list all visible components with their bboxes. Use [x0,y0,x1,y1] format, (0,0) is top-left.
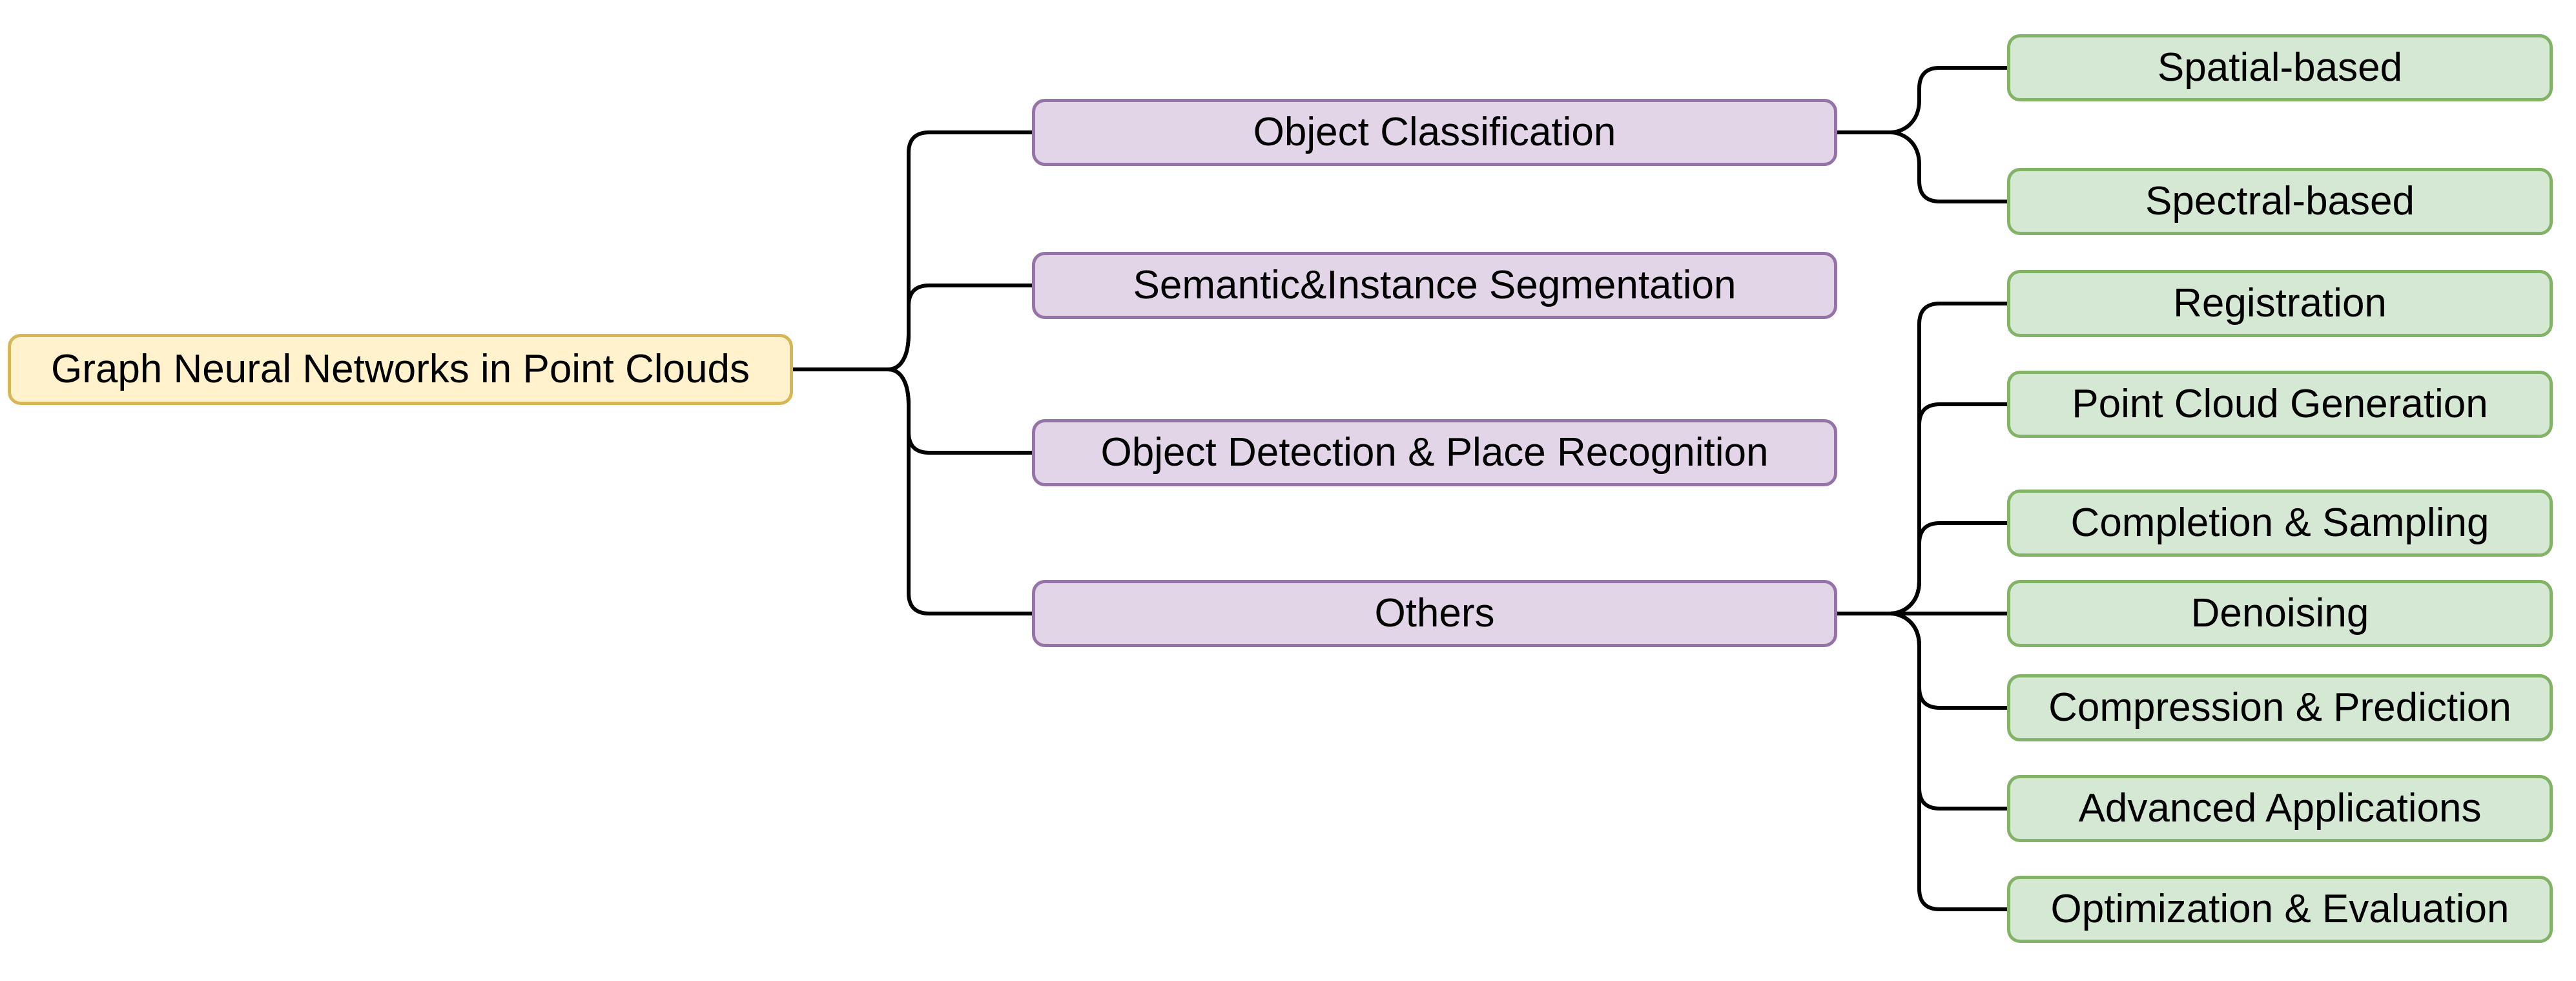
branch-node-semantic-instance-segmentation: Semantic&Instance Segmentation [1032,252,1837,319]
connector-to-compression-prediction [1890,612,2007,710]
branch-node-object-detection-place-recognition: Object Detection & Place Recognition [1032,419,1837,486]
node-label: Spectral-based [2145,178,2415,223]
node-label: Others [1374,590,1495,635]
leaf-node-registration: Registration [2007,270,2553,337]
node-label: Point Cloud Generation [2072,381,2488,426]
node-label: Optimization & Evaluation [2050,886,2509,931]
connector-to-completion-sampling [1890,521,2007,615]
leaf-node-spectral-based: Spectral-based [2007,168,2553,235]
connector-root-to-semantic-instance-segmentation [887,284,1032,371]
leaf-node-point-cloud-generation: Point Cloud Generation [2007,371,2553,438]
leaf-node-completion-sampling: Completion & Sampling [2007,490,2553,557]
connector-to-registration [1890,302,2007,615]
node-label: Object Detection & Place Recognition [1100,429,1769,475]
branch-node-others: Others [1032,580,1837,647]
node-label: Compression & Prediction [2048,685,2511,730]
branch-node-object-classification: Object Classification [1032,99,1837,166]
leaf-node-compression-prediction: Compression & Prediction [2007,674,2553,741]
node-label: Denoising [2190,590,2369,635]
node-label: Semantic&Instance Segmentation [1133,262,1736,307]
leaf-node-spatial-based: Spatial-based [2007,34,2553,101]
node-label: Registration [2173,280,2387,325]
connector-root-to-others [887,367,1032,615]
connector-to-advanced-applications [1890,612,2007,811]
connector-to-optimization-evaluation [1890,612,2007,911]
leaf-node-advanced-applications: Advanced Applications [2007,775,2553,842]
leaf-node-denoising: Denoising [2007,580,2553,647]
connector-to-spectral-based [1890,130,2007,203]
node-label: Completion & Sampling [2070,500,2489,545]
connector-to-point-cloud-generation [1890,402,2007,615]
connector-to-spatial-based [1890,66,2007,134]
root-node-graph-neural-networks: Graph Neural Networks in Point Clouds [8,334,793,405]
node-label: Graph Neural Networks in Point Clouds [50,346,750,391]
node-label: Advanced Applications [2078,785,2482,831]
node-label: Spatial-based [2157,45,2403,90]
node-label: Object Classification [1253,109,1616,154]
leaf-node-optimization-evaluation: Optimization & Evaluation [2007,876,2553,943]
